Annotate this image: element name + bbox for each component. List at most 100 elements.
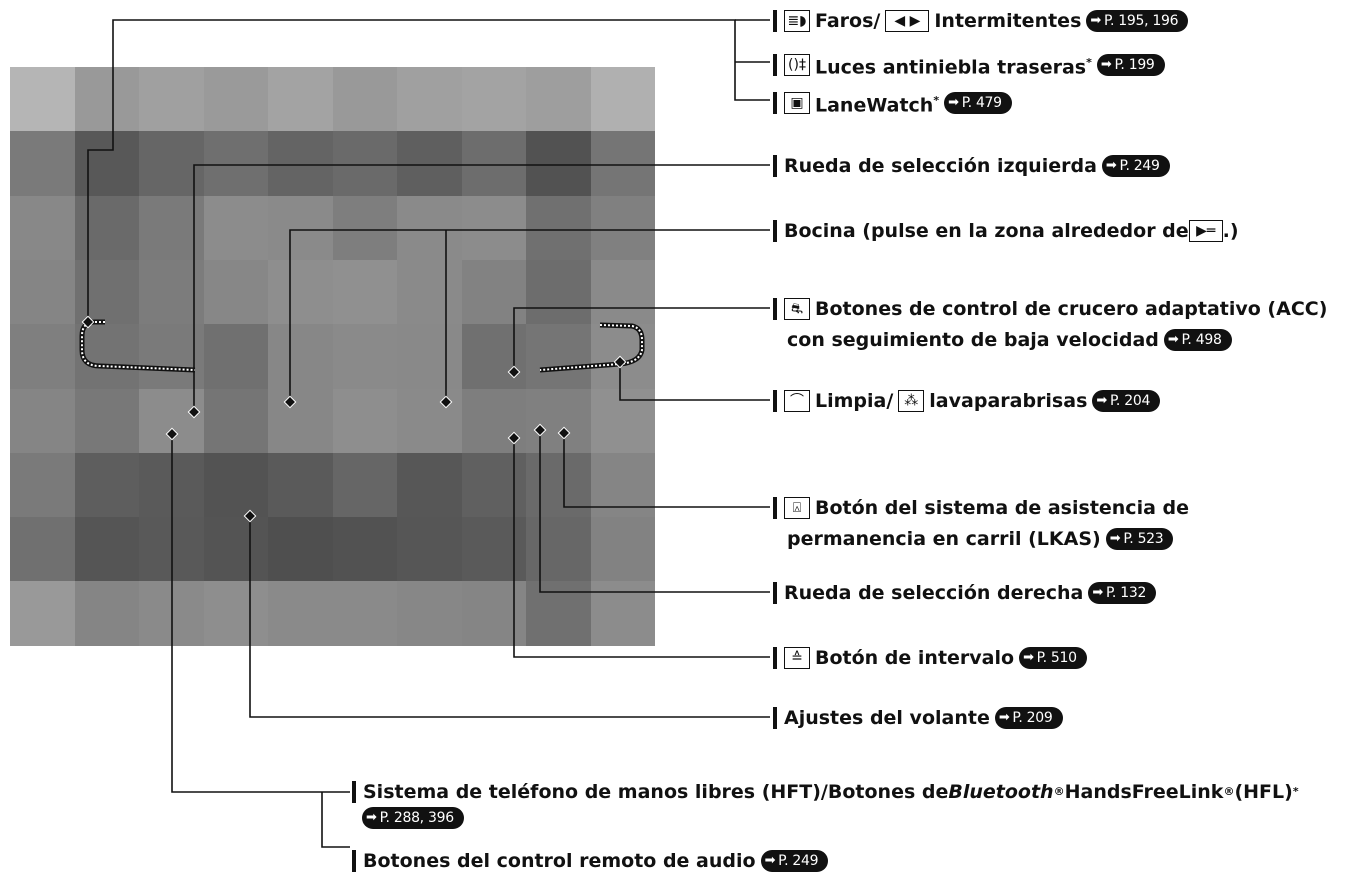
arrow-icon: ➡ (1096, 393, 1107, 408)
photo-tile (590, 517, 656, 582)
arrow-icon: ➡ (1090, 13, 1101, 28)
photo-tile (332, 195, 398, 260)
photo-tile (268, 131, 333, 196)
page-ref-lkas[interactable]: ➡P. 523 (1105, 528, 1174, 550)
photo-tile (268, 195, 333, 260)
bocina-label: Bocina (pulse en la zona alrededor de (784, 220, 1189, 242)
page-ref-audio[interactable]: ➡P. 249 (760, 850, 829, 872)
photo-tile (139, 517, 204, 582)
page-ref-text: P. 288, 396 (379, 810, 455, 826)
photo-tile (10, 517, 75, 582)
page-ref-lanewatch[interactable]: ➡P. 479 (944, 92, 1012, 115)
page-ref-antiniebla[interactable]: ➡P. 199 (1096, 54, 1165, 77)
photo-tile (10, 324, 75, 389)
page-ref-faros[interactable]: ➡P. 195, 196 (1086, 10, 1189, 32)
photo-tile (74, 645, 140, 710)
photo-tile (74, 67, 140, 132)
callout-tick (773, 298, 777, 320)
lkas-label-line2: permanencia en carril (LKAS) (787, 528, 1101, 550)
photo-tile (655, 517, 720, 582)
photo-tile (526, 517, 591, 582)
callout-acc: ⛐ Botones de control de crucero adaptati… (773, 296, 1363, 353)
photo-tile (268, 388, 333, 453)
acc-label-line1: Botones de control de crucero adaptativo… (815, 298, 1328, 320)
photo-tile (10, 388, 75, 453)
turn-signal-icon: ◀ ▶ (885, 10, 930, 32)
rear-fog-icon: ()‡ (784, 54, 810, 77)
callout-rueda-derecha: Rueda de selección derecha ➡P. 132 (773, 580, 1157, 606)
photo-tile (10, 131, 75, 196)
page-ref-text: P. 204 (1109, 393, 1151, 409)
limpia-label: Limpia/ (815, 390, 894, 412)
photo-tile (268, 517, 333, 582)
hfl-label: (HFL) (1234, 781, 1293, 803)
page-ref-acc[interactable]: ➡P. 498 (1163, 329, 1232, 351)
page-ref-limpia[interactable]: ➡P. 204 (1092, 390, 1161, 412)
photo-tile (268, 645, 333, 710)
callout-lanewatch: ▣ LaneWatch* ➡P. 479 (773, 88, 1012, 118)
photo-tile (74, 131, 140, 196)
photo-tile (139, 388, 204, 453)
callout-limpia: ⌒ Limpia/ ⁂ lavaparabrisas ➡P. 204 (773, 388, 1161, 414)
arrow-icon: ➡ (1105, 158, 1117, 173)
photo-tile (526, 324, 591, 389)
page-ref-intervalo[interactable]: ➡P. 510 (1019, 647, 1087, 669)
photo-tile (268, 452, 333, 518)
photo-tile (203, 195, 269, 260)
photo-tile (10, 67, 75, 132)
photo-tile (203, 259, 269, 325)
photo-tile (203, 645, 269, 710)
page-ref-rueda-derecha[interactable]: ➡P. 132 (1088, 582, 1157, 604)
callout-ajustes: Ajustes del volante ➡P. 209 (773, 705, 1063, 731)
audio-label: Botones del control remoto de audio (363, 850, 756, 872)
rueda-derecha-label: Rueda de selección derecha (784, 582, 1084, 604)
page-ref-rueda-izquierda[interactable]: ➡P. 249 (1101, 155, 1170, 177)
photo-tile (397, 452, 462, 518)
arrow-icon: ➡ (1100, 57, 1112, 73)
photo-tile (139, 581, 204, 646)
registered-mark: ® (1053, 785, 1065, 798)
photo-tile (139, 67, 204, 132)
ajustes-label: Ajustes del volante (784, 707, 990, 729)
arrow-icon: ➡ (366, 810, 377, 825)
photo-tile (655, 388, 720, 453)
photo-tile (397, 67, 462, 132)
callout-tick (352, 781, 356, 803)
photo-tile (74, 259, 140, 325)
photo-tile (332, 517, 398, 582)
photo-tile (397, 131, 462, 196)
photo-tile (203, 388, 269, 453)
headlight-icon: ≣◗ (784, 10, 810, 32)
registered-mark: ® (1223, 785, 1235, 798)
steering-wheel-photo (10, 67, 720, 710)
callout-faros: ≣◗ Faros/ ◀ ▶ Intermitentes ➡P. 195, 196 (773, 8, 1189, 34)
photo-tile (10, 645, 75, 710)
photo-tile (397, 645, 462, 710)
bluetooth-brand: Bluetooth (948, 781, 1054, 803)
photo-tile (203, 131, 269, 196)
photo-tile (590, 388, 656, 453)
photo-tile (74, 324, 140, 389)
photo-tile (655, 645, 720, 710)
photo-tile (526, 131, 591, 196)
callout-antiniebla: ()‡ Luces antiniebla traseras* ➡P. 199 (773, 50, 1165, 80)
arrow-icon: ➡ (1023, 650, 1034, 665)
photo-tile (397, 388, 462, 453)
photo-tile (526, 581, 591, 646)
page-ref-hft[interactable]: ➡P. 288, 396 (362, 807, 464, 829)
callout-intervalo: ≙ Botón de intervalo ➡P. 510 (773, 645, 1087, 671)
page-ref-ajustes[interactable]: ➡P. 209 (994, 707, 1063, 729)
callout-tick (773, 10, 777, 32)
photo-tile (461, 452, 527, 518)
page-ref-text: P. 199 (1114, 57, 1155, 74)
photo-tile (590, 131, 656, 196)
callout-lkas: ⍓ Botón del sistema de asistencia de per… (773, 495, 1363, 552)
photo-tile (461, 131, 527, 196)
callout-tick (773, 582, 777, 604)
photo-tile (139, 195, 204, 260)
photo-tile (461, 67, 527, 132)
photo-tile (397, 517, 462, 582)
photo-tile (74, 452, 140, 518)
interval-icon: ≙ (784, 647, 810, 669)
callout-tick (773, 54, 777, 77)
